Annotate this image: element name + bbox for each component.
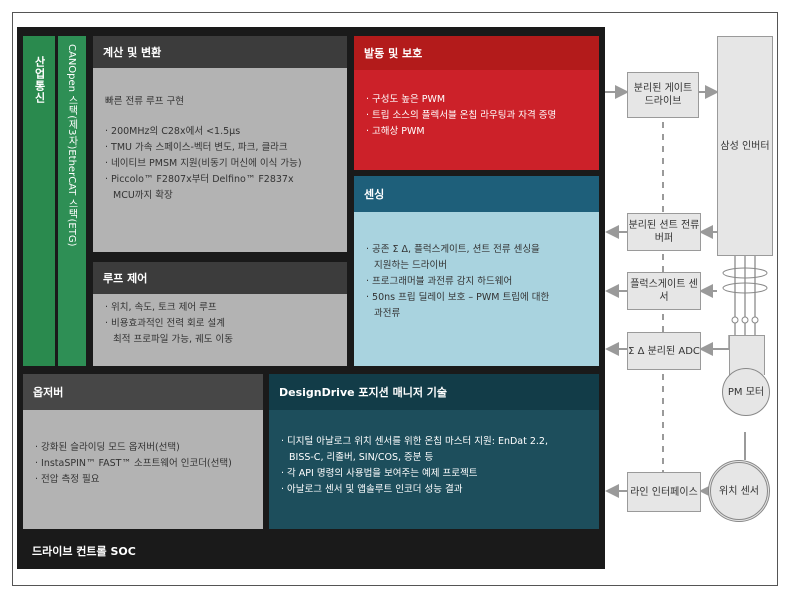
- calc-body: 빠른 전류 루프 구현 · 200MHz의 C28x에서 <1.5μs · TM…: [93, 68, 347, 252]
- industrial-comm-bar: 산업통신: [23, 36, 55, 366]
- calc-item: · TMU 가속 스페이스-벡터 변도, 파크, 클라크: [105, 142, 288, 153]
- industrial-comm-label: 산업통신: [33, 56, 46, 104]
- calc-intro: 빠른 전류 루프 구현: [105, 96, 184, 107]
- designdrive-item: · 아날로그 센서 및 앱솔루트 인코더 성능 결과: [281, 484, 463, 495]
- three-phase-inverter: 삼성 인버터: [717, 36, 773, 256]
- sensing-item: · 50ns 프립 딜레이 보호 – PWM 트립에 대한: [366, 292, 550, 303]
- observer-title: 옵저버: [23, 374, 263, 410]
- designdrive-item: · 디지털 아날로그 위치 센서를 위한 온칩 마스터 지원: EnDat 2.…: [281, 436, 548, 447]
- sensing-item: · 공존 Σ Δ, 플럭스게이트, 션트 전류 센싱을: [366, 244, 540, 255]
- pwm-body: · 구성도 높은 PWM · 트립 소스의 플렉서블 온칩 라우팅과 자격 증명…: [354, 70, 599, 170]
- pwm-title: 발동 및 보호: [354, 36, 599, 70]
- canopen-label: CANOpen 스택(제3자)EtherCAT 스택(ETG): [66, 44, 77, 247]
- pm-motor: PM 모터: [722, 368, 770, 416]
- observer-item: · 전압 측정 필요: [35, 474, 100, 485]
- designdrive-title: DesignDrive 포지션 매니저 기술: [269, 374, 599, 410]
- calc-box: 계산 및 변환 빠른 전류 루프 구현 · 200MHz의 C28x에서 <1.…: [93, 36, 347, 252]
- loop-box: 루프 제어 · 위치, 속도, 토크 제어 루프 · 비용효과적인 전력 회로 …: [93, 262, 347, 366]
- loop-item: · 비용효과적인 전력 회로 설계: [105, 318, 225, 329]
- designdrive-body: · 디지털 아날로그 위치 센서를 위한 온칩 마스터 지원: EnDat 2.…: [269, 410, 599, 529]
- pwm-item: · 구성도 높은 PWM: [366, 94, 446, 105]
- designdrive-box: DesignDrive 포지션 매니저 기술 · 디지털 아날로그 위치 센서를…: [269, 374, 599, 529]
- calc-title: 계산 및 변환: [93, 36, 347, 68]
- isolated-shunt-buffer: 분리된 션트 전류 버퍼: [627, 213, 701, 251]
- pwm-item: · 트립 소스의 플렉서블 온칩 라우팅과 자격 증명: [366, 110, 557, 121]
- sensing-item: 지원하는 드라이버: [374, 260, 447, 271]
- fluxgate-sensor: 플럭스게이트 센서: [627, 272, 701, 310]
- sensing-body: · 공존 Σ Δ, 플럭스게이트, 션트 전류 센싱을 지원하는 드라이버 · …: [354, 212, 599, 366]
- sensing-item: · 프로그래머블 과전류 감지 하드웨어: [366, 276, 513, 287]
- sigma-delta-adc: Σ Δ 분리된 ADC: [627, 332, 701, 370]
- calc-item: · 200MHz의 C28x에서 <1.5μs: [105, 126, 241, 137]
- sensing-title: 센싱: [354, 176, 599, 212]
- soc-title: 드라이브 컨트롤 SOC: [32, 545, 136, 558]
- designdrive-item: BISS-C, 리졸버, SIN/COS, 증분 등: [289, 452, 434, 463]
- observer-item: · InstaSPIN™ FAST™ 소프트웨어 인코더(선택): [35, 458, 232, 469]
- observer-body: · 강화된 슬라이딩 모드 옵저버(선택) · InstaSPIN™ FAST™…: [23, 410, 263, 529]
- calc-item: MCU까지 확장: [113, 190, 173, 201]
- sensing-item: 과전류: [374, 308, 401, 319]
- line-interface: 라인 인터페이스: [627, 472, 701, 512]
- loop-title: 루프 제어: [93, 262, 347, 294]
- loop-body: · 위치, 속도, 토크 제어 루프 · 비용효과적인 전력 회로 설계 최적 …: [93, 294, 347, 366]
- calc-item: · Piccolo™ F2807x부터 Delfino™ F2837x: [105, 174, 294, 185]
- canopen-bar: CANOpen 스택(제3자)EtherCAT 스택(ETG): [58, 36, 86, 366]
- loop-item: 최적 프로파일 가능, 궤도 이동: [113, 334, 233, 345]
- observer-box: 옵저버 · 강화된 슬라이딩 모드 옵저버(선택) · InstaSPIN™ F…: [23, 374, 263, 529]
- calc-item: · 네이티브 PMSM 지원(비동기 머신에 이식 가능): [105, 158, 302, 169]
- sensing-box: 센싱 · 공존 Σ Δ, 플럭스게이트, 션트 전류 센싱을 지원하는 드라이버…: [354, 176, 599, 366]
- pwm-item: · 고해상 PWM: [366, 126, 425, 137]
- designdrive-item: · 각 API 명령의 사용법을 보여주는 예제 프로젝트: [281, 468, 478, 479]
- observer-item: · 강화된 슬라이딩 모드 옵저버(선택): [35, 442, 180, 453]
- isolated-gate-drive: 분리된 게이트 드라이브: [627, 72, 699, 118]
- pwm-box: 발동 및 보호 · 구성도 높은 PWM · 트립 소스의 플렉서블 온칩 라우…: [354, 36, 599, 170]
- loop-item: · 위치, 속도, 토크 제어 루프: [105, 302, 217, 313]
- position-sensor: 위치 센서: [708, 460, 770, 522]
